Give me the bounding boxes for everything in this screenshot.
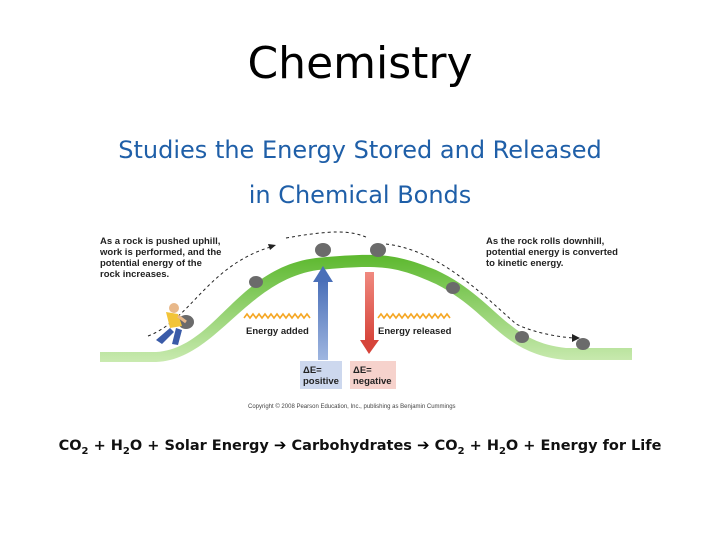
uphill-dashed-arrow <box>147 245 275 337</box>
right-arrow-icon: ➔ <box>416 436 430 454</box>
person-pushing-icon <box>156 303 187 345</box>
rock-icon <box>315 243 331 257</box>
rock-icon <box>446 282 460 294</box>
delta-negative-box <box>350 361 396 389</box>
slide-title: Chemistry <box>247 38 473 89</box>
copyright-text: Copyright © 2008 Pearson Education, Inc.… <box>248 403 456 410</box>
energy-hill-diagram: As a rock is pushed uphill, work is perf… <box>99 231 632 410</box>
rock-icon <box>576 338 590 350</box>
energy-added-zigzag <box>243 312 311 320</box>
left-caption: As a rock is pushed uphill, work is perf… <box>99 236 224 280</box>
energy-added-label: Energy added <box>246 326 309 337</box>
delta-positive-box <box>300 361 342 389</box>
rock-icon <box>249 276 263 288</box>
delta-negative-label: ΔE= negative <box>353 365 392 387</box>
right-caption: As the rock rolls downhill, potential en… <box>486 236 621 269</box>
downhill-dashed-arrow <box>385 243 577 339</box>
photosynthesis-equation: CO2 + H2O + Solar Energy ➔ Carbohydrates… <box>58 436 662 457</box>
subtitle-line-2: in Chemical Bonds <box>248 181 472 209</box>
subtitle-line-1: Studies the Energy Stored and Released <box>118 136 602 164</box>
energy-added-arrow <box>318 280 328 360</box>
hill-band <box>100 254 632 362</box>
energy-released-label: Energy released <box>378 326 452 337</box>
energy-released-arrow <box>365 272 374 342</box>
energy-released-zigzag <box>377 312 451 320</box>
top-dashed-arrow <box>285 231 369 239</box>
right-arrow-icon: ➔ <box>273 436 287 454</box>
rock-icon <box>515 331 529 343</box>
rock-icon <box>370 243 386 257</box>
delta-positive-label: ΔE= positive <box>303 365 339 387</box>
